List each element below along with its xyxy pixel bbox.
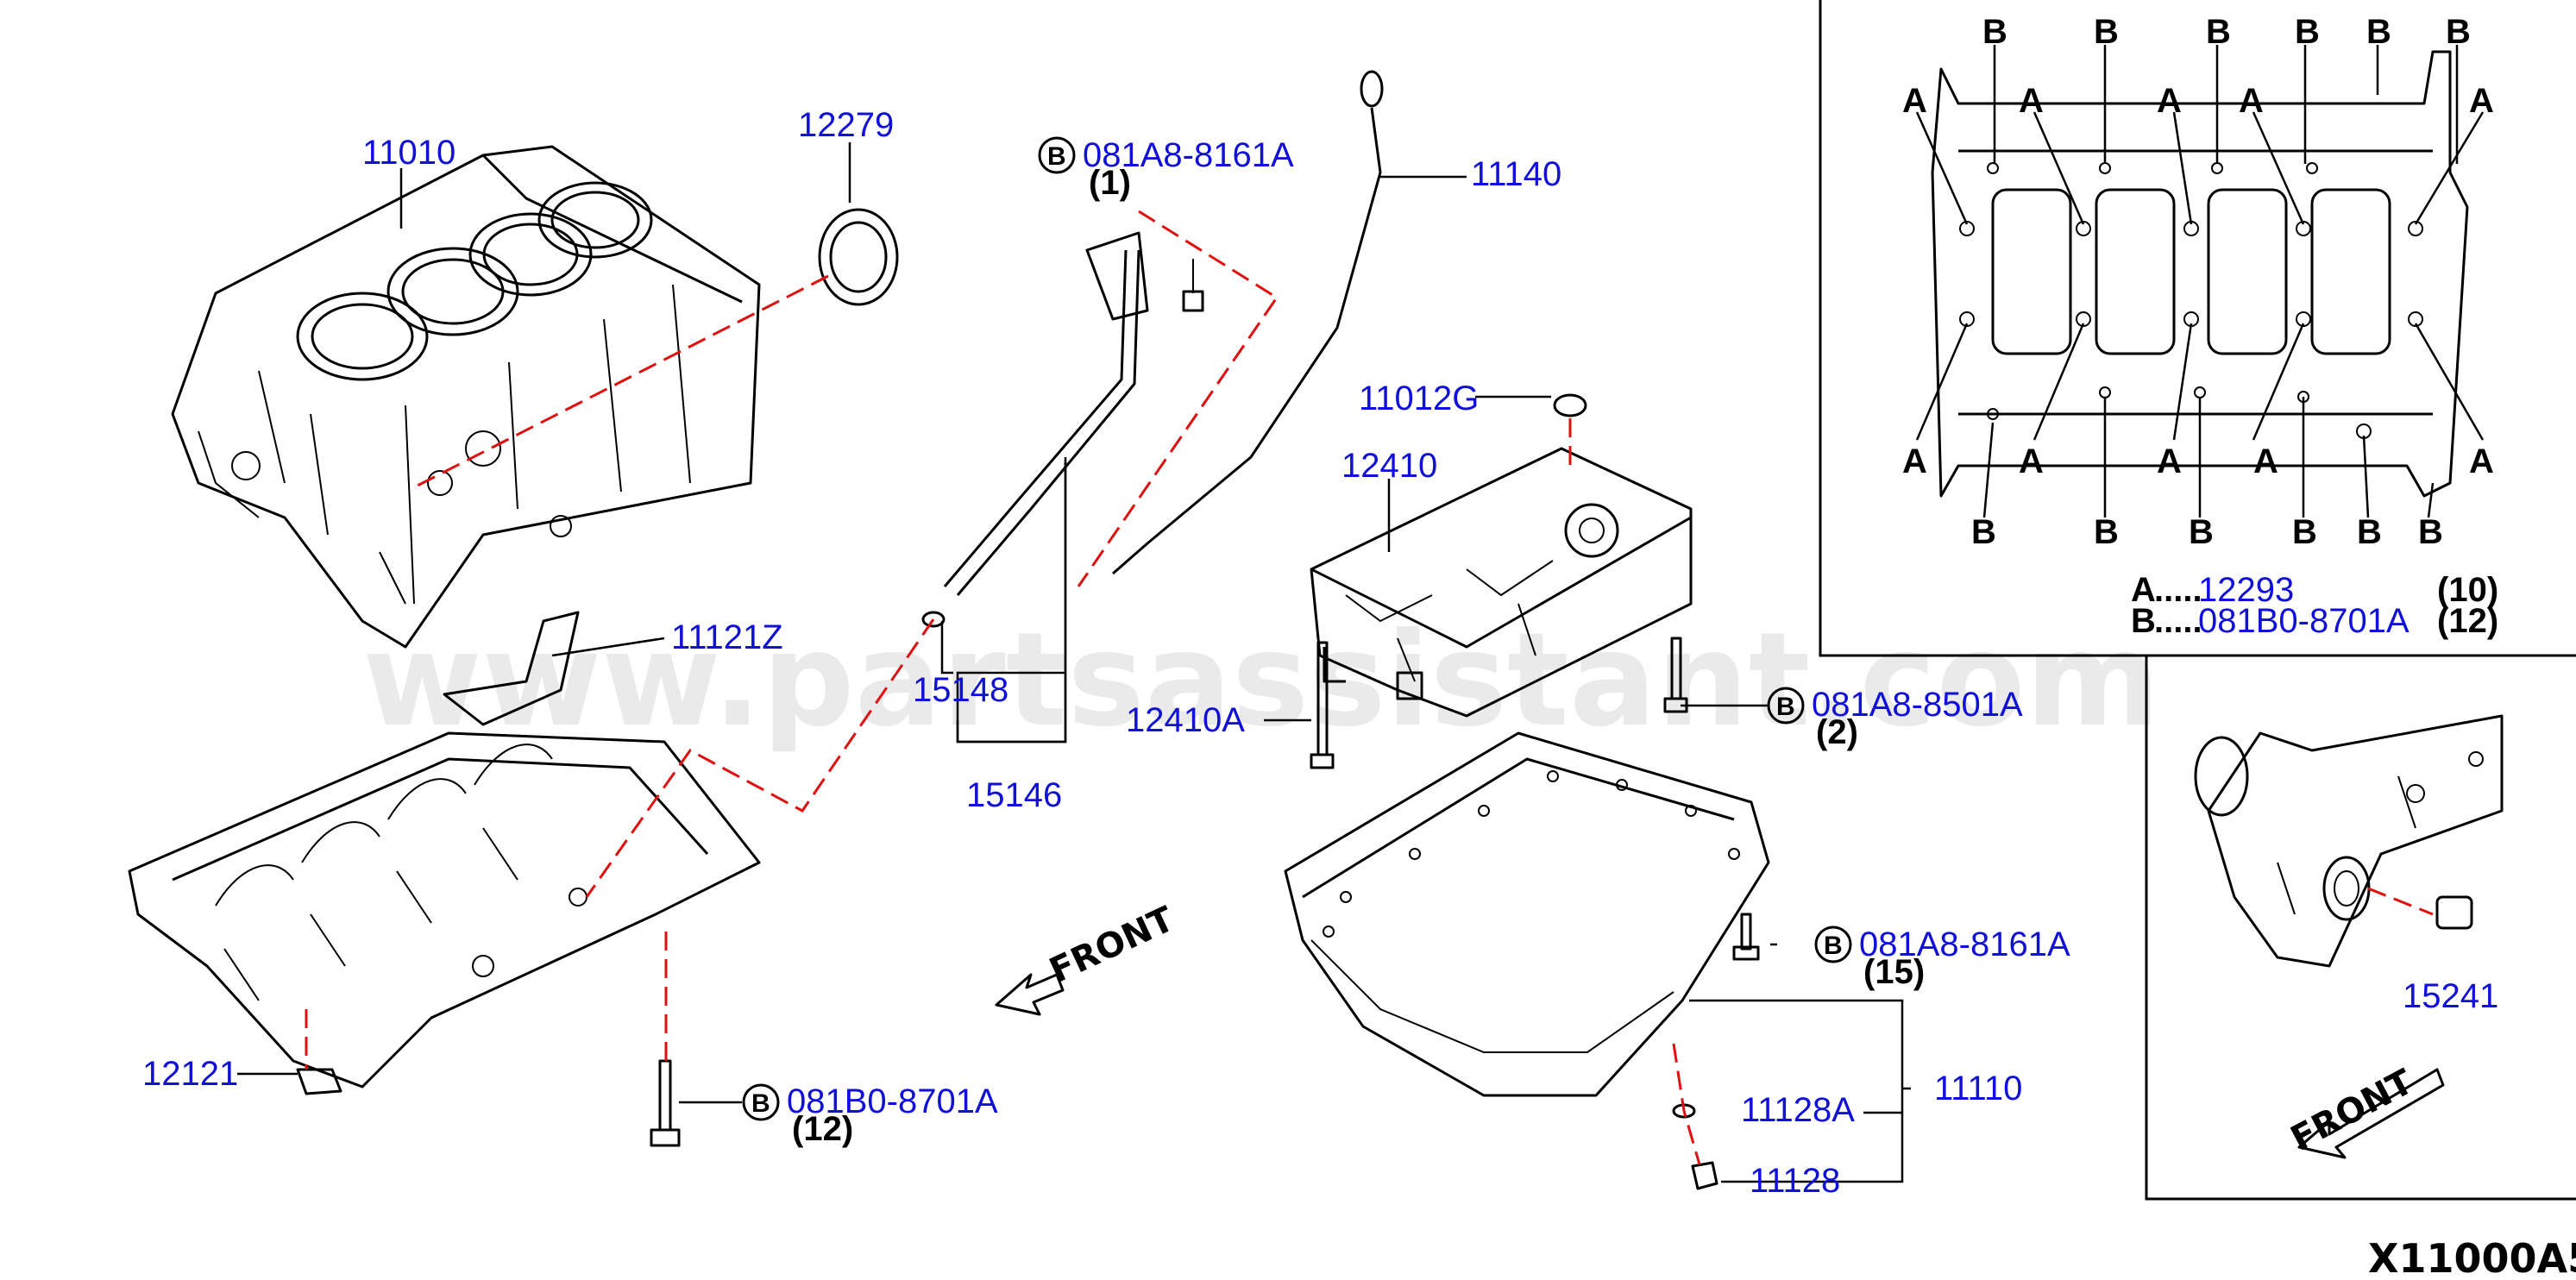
- leader-lines: [237, 142, 1911, 1183]
- bolt-callout-1: B 081A8-8161A (1): [1038, 136, 1294, 202]
- inset-a-bot-3: A: [2157, 442, 2182, 480]
- inset-a-top-3: A: [2157, 82, 2182, 120]
- bolt-qty-1: (1): [1089, 164, 1131, 202]
- legend-a-dots: .....: [2154, 571, 2202, 609]
- label-12121: 12121: [142, 1055, 238, 1093]
- label-12279: 12279: [798, 106, 894, 144]
- inset-legend: A ..... 12293 (10) B ..... 081B0-8701A (…: [2131, 571, 2498, 640]
- label-11010: 11010: [362, 134, 456, 172]
- label-12410: 12410: [1341, 447, 1437, 485]
- inset-a-top-5: A: [2469, 82, 2494, 120]
- o-ring-drawing: [1553, 393, 1587, 417]
- front-label-main: FRONT: [1044, 899, 1181, 991]
- front-arrow-main: FRONT: [995, 899, 1181, 1016]
- legend-a-part: 12293: [2198, 571, 2294, 609]
- label-12410a: 12410A: [1126, 701, 1245, 739]
- bolt-12-drawing: [650, 1059, 681, 1147]
- inset-b-top-3: B: [2206, 13, 2231, 51]
- inset-b-bot-5: B: [2357, 513, 2382, 551]
- bolt-marker-15: B: [1824, 932, 1843, 960]
- inset-a-bot-5: A: [2469, 442, 2494, 480]
- inset-a-bot-4: A: [2253, 442, 2278, 480]
- inset-a-top-4: A: [2239, 82, 2264, 120]
- inset-a-bot-1: A: [1902, 442, 1927, 480]
- legend-a-key: A: [2131, 571, 2156, 609]
- rear-oil-seal-drawing: [818, 208, 899, 306]
- balancer-oil-pump-drawing: [1310, 447, 1693, 718]
- label-11110: 11110: [1934, 1070, 2022, 1107]
- inset-a-top-1: A: [1902, 82, 1927, 120]
- bolt-marker-12: B: [751, 1089, 770, 1118]
- inset-b-top-2: B: [2094, 13, 2119, 51]
- inset-a-top-2: A: [2019, 82, 2044, 120]
- legend-b-dots: .....: [2154, 602, 2202, 640]
- bolt-qty-15: (15): [1863, 953, 1925, 991]
- bolt-part-15: 081A8-8161A: [1859, 925, 2070, 963]
- legend-b-qty: (12): [2437, 602, 2498, 640]
- bolt-15-drawing: [1732, 913, 1760, 961]
- inset-bolt-layout: B B B B B B A A A A A A A A A A B B B B …: [1819, 0, 2576, 657]
- label-11128: 11128: [1750, 1162, 1840, 1200]
- inset-b-top-4: B: [2295, 13, 2320, 51]
- diagram-code: X11000A5: [2368, 1235, 2576, 1280]
- bolt-marker-1: B: [1047, 142, 1066, 171]
- bolt-qty-2: (2): [1816, 713, 1858, 751]
- assembly-dash-lines: [305, 210, 1701, 1165]
- watermark-text: www.partsassistant.com: [362, 605, 2160, 756]
- bolt-callout-2: B 081A8-8501A (2): [1767, 686, 2023, 751]
- inset-b-top-5: B: [2366, 13, 2391, 51]
- label-11012g: 11012G: [1359, 380, 1479, 417]
- bolt-part-2: 081A8-8501A: [1812, 686, 2023, 724]
- oil-gauge-tube-drawing: [921, 231, 1204, 628]
- inset-b-bot-1: B: [1971, 513, 1996, 551]
- legend-b-key: B: [2131, 602, 2156, 640]
- inset-b-top-1: B: [1982, 13, 2007, 51]
- inset-a-bot-2: A: [2019, 442, 2044, 480]
- label-15241: 15241: [2403, 977, 2498, 1015]
- label-11128a: 11128A: [1741, 1091, 1855, 1129]
- label-11140: 11140: [1471, 155, 1561, 193]
- sensor-12121-drawing: [296, 1068, 342, 1095]
- bolt-marker-2: B: [1776, 693, 1795, 721]
- oil-pan-drawing: [1284, 731, 1770, 1097]
- label-15148: 15148: [913, 671, 1008, 709]
- inset-b-bot-3: B: [2189, 513, 2214, 551]
- lower-block-drawing: [128, 731, 761, 1089]
- legend-a-qty: (10): [2437, 571, 2498, 609]
- inset-b-bot-6: B: [2418, 513, 2443, 551]
- bolt-qty-12: (12): [792, 1110, 853, 1148]
- drain-plug-drawing: [1691, 1161, 1718, 1190]
- bolt-part-1: 081A8-8161A: [1083, 136, 1294, 174]
- bolt-callout-15: B 081A8-8161A (15): [1814, 925, 2070, 991]
- inset-b-bot-2: B: [2094, 513, 2119, 551]
- label-11121z: 11121Z: [671, 618, 783, 656]
- label-15146: 15146: [966, 776, 1062, 814]
- bolt-part-12: 081B0-8701A: [787, 1082, 998, 1120]
- bolt-2-drawing: [1663, 637, 1688, 713]
- bolt-12410a-drawing: [1310, 641, 1335, 769]
- legend-b-part: 081B0-8701A: [2198, 602, 2410, 640]
- cylinder-block-drawing: [171, 145, 761, 649]
- inset-b-bot-4: B: [2292, 513, 2317, 551]
- inset-b-top-6: B: [2446, 13, 2471, 51]
- dipstick-drawing: [1112, 70, 1384, 575]
- inset-15241-detail: FRONT: [2145, 656, 2576, 1201]
- breather-clip-drawing: [443, 611, 580, 726]
- bolt-callout-12: B 081B0-8701A (12): [679, 1082, 998, 1148]
